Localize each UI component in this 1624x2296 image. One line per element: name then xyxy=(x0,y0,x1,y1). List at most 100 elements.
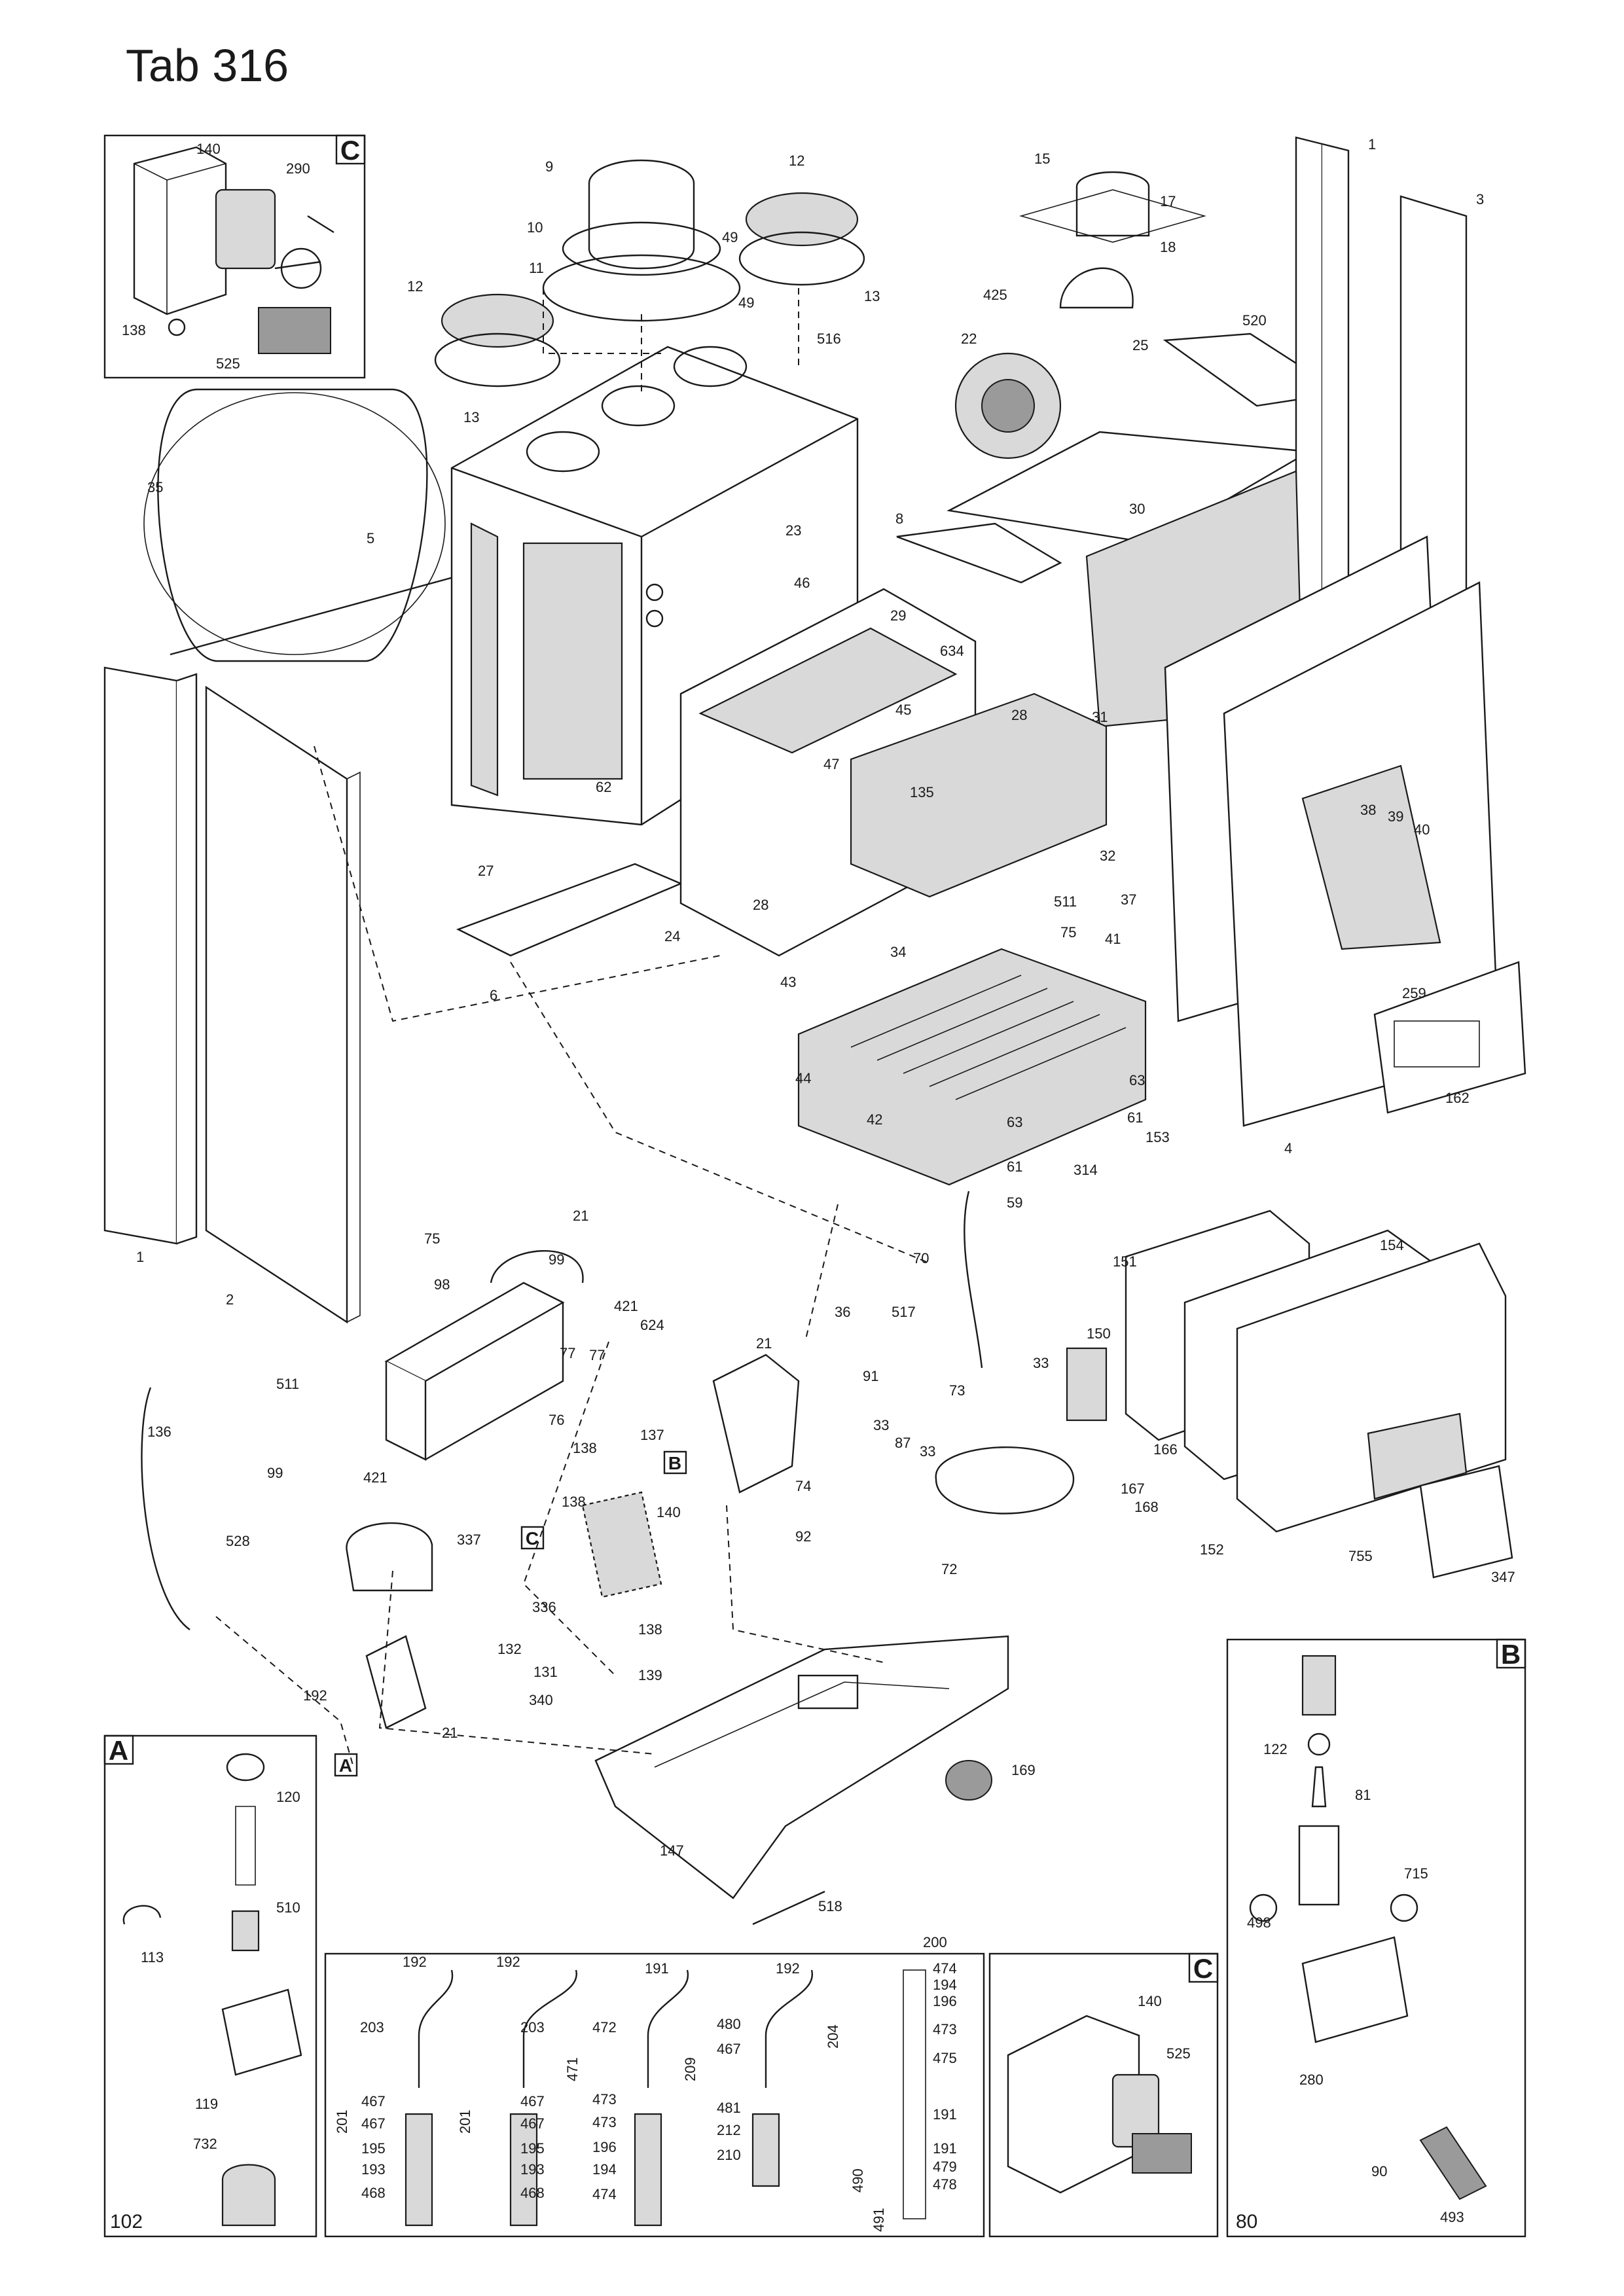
pipe-label: 478 xyxy=(933,2176,957,2193)
part-label: 21 xyxy=(573,1208,588,1224)
inset-label: 280 xyxy=(1299,2072,1324,2088)
part-label: 23 xyxy=(785,522,801,539)
box-b-letter: B xyxy=(1501,1639,1521,1670)
pipe-group-label: 490 xyxy=(850,2168,866,2193)
control-box-sketch xyxy=(1066,1210,1513,1579)
part-label: 152 xyxy=(1200,1541,1224,1558)
part-label: 12 xyxy=(407,278,423,295)
part-label: 421 xyxy=(614,1298,638,1314)
part-label: 137 xyxy=(640,1427,664,1443)
part-label: 25 xyxy=(1132,337,1148,353)
pipe-label: 193 xyxy=(520,2161,545,2178)
pipe-label: 195 xyxy=(520,2140,545,2157)
part-label: 755 xyxy=(1348,1548,1373,1564)
part-label: 139 xyxy=(638,1667,662,1683)
box-c-top-labels: 140 290 138 525 xyxy=(122,141,310,372)
part-label: 24 xyxy=(664,928,680,944)
part-label: 33 xyxy=(873,1417,889,1433)
pipe-label: 196 xyxy=(933,1993,957,2009)
part-label: 337 xyxy=(457,1532,481,1548)
pipe-label: 473 xyxy=(592,2091,617,2108)
part-label: 10 xyxy=(527,219,543,236)
part-label: 63 xyxy=(1007,1114,1022,1130)
inset-frame-c-top: C xyxy=(103,134,366,379)
pipe-label: 468 xyxy=(520,2185,545,2201)
pipe-kit-labels: 200 201 201 471 209 204 490 491 192 192 … xyxy=(334,1934,957,2232)
pipe-label: 467 xyxy=(717,2041,741,2057)
part-label: 63 xyxy=(1129,1072,1145,1088)
part-label: 18 xyxy=(1160,239,1176,255)
part-label: 46 xyxy=(794,575,810,591)
pipe-label: 191 xyxy=(645,1960,669,1977)
part-label: 518 xyxy=(818,1898,842,1914)
pipe-label: 474 xyxy=(933,1960,957,1977)
part-label: 35 xyxy=(147,479,163,495)
part-label: 11 xyxy=(529,260,544,276)
part-label: 21 xyxy=(442,1725,458,1741)
part-label: 32 xyxy=(1100,848,1115,864)
inset-label: 715 xyxy=(1404,1865,1428,1882)
part-label: 259 xyxy=(1402,985,1426,1001)
part-label: 39 xyxy=(1388,808,1403,825)
combustion-chamber-sketch xyxy=(679,588,1147,1186)
callout-box-b: B xyxy=(663,1450,687,1475)
part-label: 15 xyxy=(1034,151,1050,167)
part-label: 73 xyxy=(949,1382,965,1399)
part-label: 77 xyxy=(589,1347,605,1363)
part-label: 138 xyxy=(562,1494,586,1510)
inset-label: 81 xyxy=(1355,1787,1371,1803)
pipe-group-label: 491 xyxy=(871,2208,887,2232)
part-label: 624 xyxy=(640,1317,664,1333)
part-label: 140 xyxy=(657,1504,681,1520)
inset-label: 493 xyxy=(1440,2209,1464,2225)
pipe-label: 467 xyxy=(520,2115,545,2132)
pipe-label: 196 xyxy=(592,2139,617,2155)
part-label: 98 xyxy=(434,1276,450,1293)
part-label: 634 xyxy=(940,643,964,659)
pipe-label: 212 xyxy=(717,2122,741,2138)
part-label: 72 xyxy=(941,1561,957,1577)
pipe-label: 481 xyxy=(717,2100,741,2116)
base-plate-sketch xyxy=(594,1635,1009,1926)
inset-frame-pipes xyxy=(324,1952,985,2238)
box-b-corner-number: 80 xyxy=(1236,2211,1257,2233)
callout-a-letter: A xyxy=(339,1755,352,1776)
part-label: 4 xyxy=(1284,1140,1292,1157)
pipe-label: 475 xyxy=(933,2050,957,2066)
part-label: 33 xyxy=(920,1443,935,1460)
part-label: 166 xyxy=(1153,1441,1178,1458)
part-label: 517 xyxy=(892,1304,916,1320)
part-label: 3 xyxy=(1476,191,1484,207)
part-label: 49 xyxy=(722,229,738,245)
pipe-label: 468 xyxy=(361,2185,386,2201)
part-label: 520 xyxy=(1242,312,1267,329)
hydraulic-group-sketch xyxy=(141,1191,1075,1729)
part-label: 511 xyxy=(1054,893,1077,910)
part-label: 76 xyxy=(549,1412,564,1428)
part-label: 75 xyxy=(1060,924,1076,941)
callout-box-c: C xyxy=(520,1526,545,1550)
inset-label: 290 xyxy=(286,160,310,177)
part-label: 340 xyxy=(529,1692,553,1708)
gas-valve-sketch-bottom xyxy=(1007,2015,1192,2194)
part-label: 314 xyxy=(1074,1162,1098,1178)
part-label: 40 xyxy=(1414,821,1430,838)
part-label: 28 xyxy=(753,897,768,913)
part-label: 169 xyxy=(1011,1762,1036,1778)
part-label: 77 xyxy=(560,1345,575,1361)
inset-frame-a: A 102 xyxy=(103,1734,317,2238)
part-label: 9 xyxy=(545,158,553,175)
pipe-label: 474 xyxy=(592,2186,617,2202)
part-label: 192 xyxy=(303,1687,327,1704)
part-label: 29 xyxy=(890,607,906,624)
pipe-label: 194 xyxy=(592,2161,617,2178)
pipe-label: 479 xyxy=(933,2159,957,2175)
part-label: 91 xyxy=(863,1368,878,1384)
expansion-vessel-sketch xyxy=(143,388,459,662)
pipe-label: 192 xyxy=(403,1954,427,1970)
inset-label: 510 xyxy=(276,1899,300,1916)
inset-label: 122 xyxy=(1263,1741,1288,1757)
pipe-group-label: 204 xyxy=(825,2024,841,2049)
part-label: 5 xyxy=(367,530,374,547)
part-label: 38 xyxy=(1360,802,1376,818)
